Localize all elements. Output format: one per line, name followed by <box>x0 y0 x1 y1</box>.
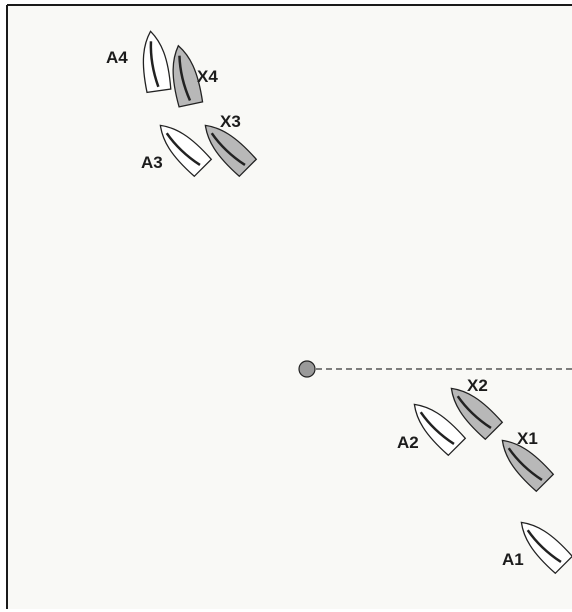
boat-A2 <box>404 394 467 457</box>
boat-label-A1: A1 <box>502 550 524 569</box>
boat-label-X4: X4 <box>197 67 218 86</box>
boat-sail <box>165 132 201 167</box>
boat-X4 <box>165 42 204 108</box>
boat-A4 <box>137 28 172 94</box>
boat-X3 <box>195 115 258 178</box>
boat-sail <box>149 41 160 88</box>
boat-sail <box>419 411 455 446</box>
boat-A3 <box>150 115 213 178</box>
boat-label-X3: X3 <box>220 112 241 131</box>
diagram-background <box>7 5 572 609</box>
boat-sail <box>456 395 492 430</box>
mark-circle <box>298 360 316 378</box>
boat-sail <box>526 529 562 564</box>
boat-label-A4: A4 <box>106 48 128 67</box>
boat-X2 <box>441 378 504 441</box>
boat-label-X1: X1 <box>517 429 538 448</box>
boat-A1 <box>511 512 572 575</box>
boat-label-A3: A3 <box>141 153 163 172</box>
boat-sail <box>210 132 246 167</box>
boat-sail <box>507 447 543 482</box>
boat-label-X2: X2 <box>467 376 488 395</box>
boat-sail <box>178 55 192 101</box>
boat-X1 <box>492 430 555 493</box>
boat-label-A2: A2 <box>397 433 419 452</box>
